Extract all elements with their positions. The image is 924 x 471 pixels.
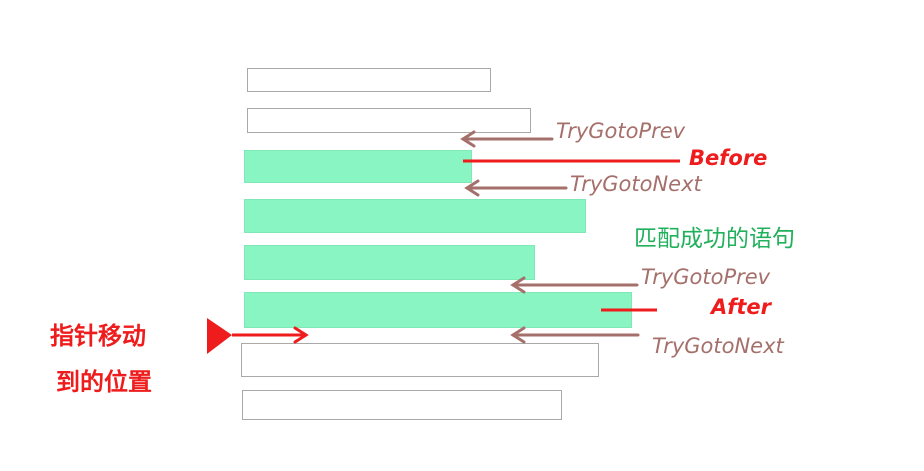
matched-statements-label: 匹配成功的语句 <box>634 226 795 252</box>
before-next-label: TryGotoNext <box>570 172 702 196</box>
pointer-arrow <box>207 318 309 354</box>
matched-row-1 <box>244 150 472 183</box>
after-prev-label: TryGotoPrev <box>641 265 771 289</box>
statement-row-3 <box>241 343 599 377</box>
before-prev-label: TryGotoPrev <box>556 119 686 143</box>
after-next-arrow <box>510 326 640 344</box>
statement-row-4 <box>242 390 562 420</box>
matched-row-4 <box>244 292 632 328</box>
matched-row-3 <box>244 245 535 280</box>
pointer-label-line2: 到的位置 <box>56 368 152 396</box>
after-prev-arrow <box>510 276 639 294</box>
statement-row-1 <box>247 68 491 92</box>
after-label: After <box>711 295 772 319</box>
before-label: Before <box>689 146 768 170</box>
before-prev-arrow <box>460 130 554 148</box>
statement-row-2 <box>247 108 531 133</box>
after-next-label: TryGotoNext <box>652 334 784 358</box>
before-next-arrow <box>464 179 568 197</box>
matched-row-2 <box>244 199 586 233</box>
pointer-label-line1: 指针移动 <box>50 322 146 350</box>
